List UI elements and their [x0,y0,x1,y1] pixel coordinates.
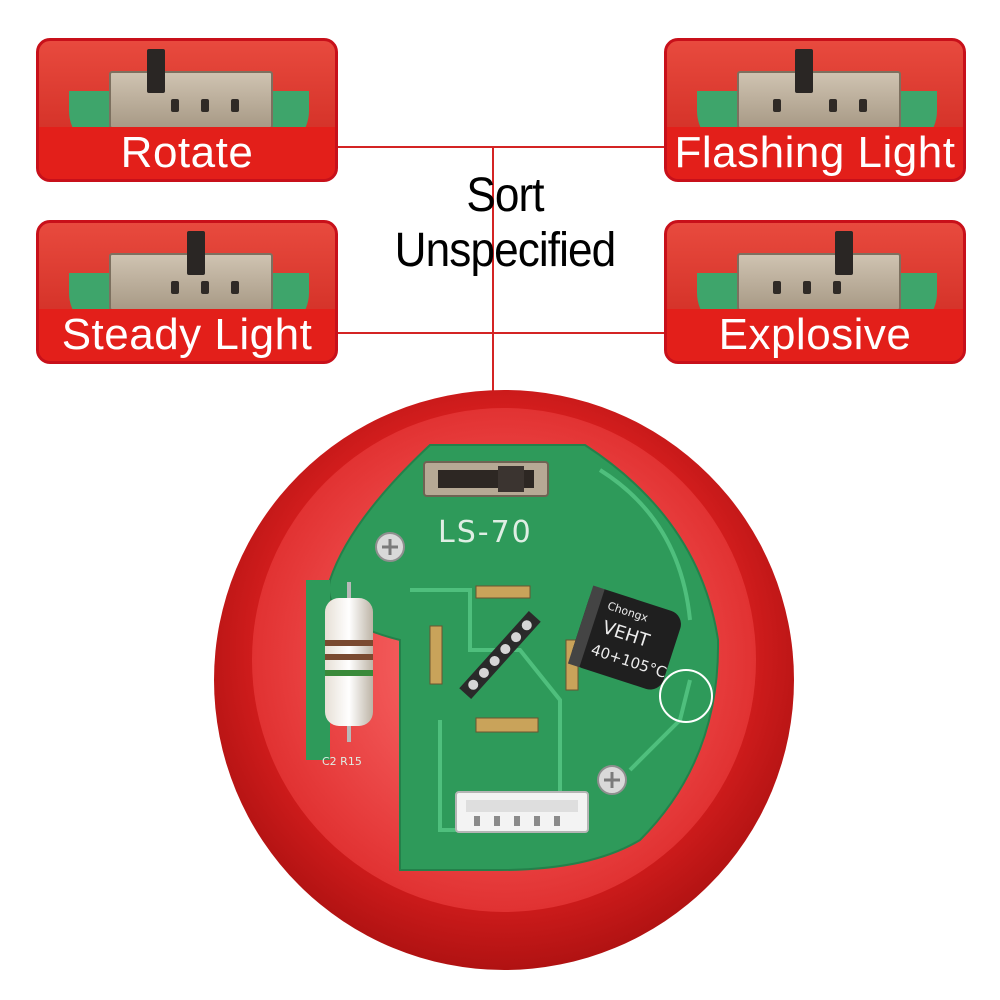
slide-switch-icon [109,71,273,129]
wire-connector-icon [455,791,589,833]
mode-card-rotate: Rotate [36,38,338,182]
svg-text:Chongx: Chongx [606,599,650,624]
housing-inner [252,408,756,912]
mode-label-flashing: Flashing Light [667,127,963,179]
slide-switch-icon [109,253,273,311]
mode-label-explosive: Explosive flash [667,309,963,361]
resistor-icon [325,598,373,726]
switch-knob-icon [147,49,165,93]
switch-knob-icon [795,49,813,93]
pcb-resistor-label: C2 R15 [322,755,362,768]
page-title: Sort Unspecified [394,169,617,277]
housing-outer [214,390,794,970]
svg-text:40+105°C: 40+105°C [589,641,669,682]
pcb-model-label: LS-70 [438,515,533,550]
mode-card-steady: Steady Light [36,220,338,364]
slide-switch-icon [737,253,901,311]
slide-switch-icon [737,71,901,129]
mode-label-steady: Steady Light [39,309,335,361]
connector-line-vertical [492,146,494,470]
capacitor-icon: Chongx VEHT 40+105°C [567,585,681,690]
connector-line-bottom [338,332,664,334]
led-strip-icon [459,611,541,699]
switch-knob-icon [187,231,205,275]
connector-dot [486,462,500,476]
screw-icon [597,765,627,795]
mode-card-flashing: Flashing Light [664,38,966,182]
mode-card-explosive: Explosive flash [664,220,966,364]
svg-text:VEHT: VEHT [600,617,653,652]
connector-line-top [338,146,664,148]
switch-knob-icon [835,231,853,275]
screw-icon [375,532,405,562]
mode-label-rotate: Rotate [39,127,335,179]
pcb-board [327,444,720,871]
